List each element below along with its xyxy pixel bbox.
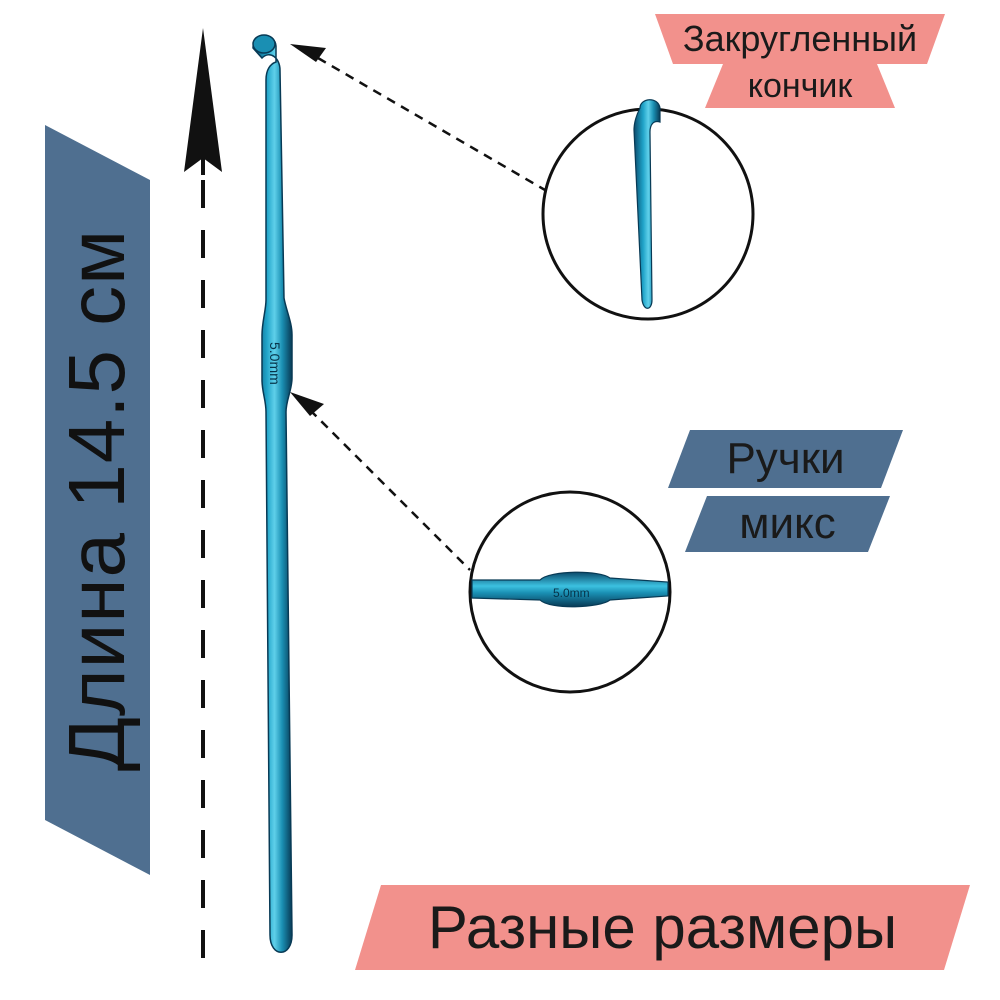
handle-label-line2: микс [685,496,890,552]
handle-zoom-circle: 5.0mm [468,490,672,694]
handle-label-line1: Ручки [668,430,903,488]
zoom-size-marking: 5.0mm [553,586,590,600]
hook-size-marking: 5.0mm [267,342,283,385]
length-measure-line [184,28,222,965]
tip-label-line1: Закругленный [655,14,945,64]
tip-pointer [290,44,546,192]
up-arrow-icon [184,28,222,172]
pointer-arrow-icon [290,44,326,62]
tip-label-line2: кончик [705,64,895,108]
tip-zoom-circle [541,99,755,321]
handle-pointer [290,392,471,571]
length-label: Длина 14.5 см [52,228,141,772]
pointer-arrow-icon [290,392,324,416]
crochet-hook: 5.0mm [252,34,293,953]
sizes-label: Разные размеры [355,885,970,970]
length-banner [45,125,150,875]
